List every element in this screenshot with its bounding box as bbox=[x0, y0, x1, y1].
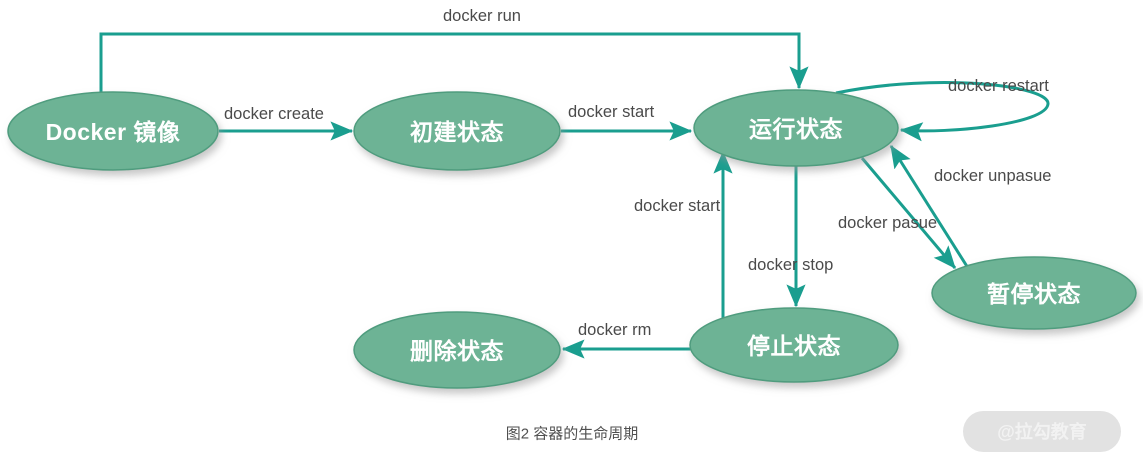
watermark-label: @拉勾教育 bbox=[997, 421, 1087, 442]
edge-label-docker-create: docker create bbox=[224, 105, 324, 123]
node-created-shape[interactable] bbox=[353, 91, 561, 171]
node-running-shape[interactable] bbox=[693, 89, 899, 167]
node-removed-label: 删除状态 bbox=[410, 338, 504, 364]
figure-caption: 图2 容器的生命周期 bbox=[506, 425, 639, 443]
edge-label-docker-start-stopped: docker start bbox=[634, 197, 721, 215]
edge-label-docker-start-created: docker start bbox=[568, 103, 655, 121]
node-removed-shape[interactable] bbox=[353, 311, 561, 389]
edge-label-docker-stop: docker stop bbox=[748, 256, 833, 274]
node-created-label: 初建状态 bbox=[410, 119, 504, 145]
edge-docker-restart-loop bbox=[835, 81, 1050, 142]
node-paused[interactable]: 暂停状态 bbox=[931, 256, 1137, 330]
node-docker-image[interactable]: Docker 镜像 bbox=[7, 91, 219, 171]
watermark: @拉勾教育 bbox=[963, 411, 1121, 452]
edge-labels-layer: docker run docker create docker start do… bbox=[224, 7, 1051, 339]
node-removed[interactable]: 删除状态 bbox=[353, 311, 561, 389]
node-stopped[interactable]: 停止状态 bbox=[689, 307, 899, 383]
node-created[interactable]: 初建状态 bbox=[353, 91, 561, 171]
node-stopped-label: 停止状态 bbox=[747, 333, 841, 359]
node-docker-image-label: Docker 镜像 bbox=[46, 119, 181, 145]
node-running-label: 运行状态 bbox=[749, 116, 843, 142]
edge-label-docker-rm: docker rm bbox=[578, 321, 651, 339]
watermark-pill bbox=[963, 411, 1121, 452]
edge-label-docker-restart: docker restart bbox=[948, 77, 1049, 95]
edge-label-docker-pause: docker pasue bbox=[838, 214, 937, 232]
nodes-layer: Docker 镜像 初建状态 运行状态 暂停状态 停止状态 删除状态 bbox=[7, 89, 1137, 389]
node-stopped-shape[interactable] bbox=[689, 307, 899, 383]
edge-docker-pause-line bbox=[860, 157, 957, 269]
node-paused-shape[interactable] bbox=[931, 256, 1137, 330]
node-paused-label: 暂停状态 bbox=[987, 281, 1081, 307]
edge-docker-run-line bbox=[99, 32, 809, 93]
node-docker-image-shape[interactable] bbox=[7, 91, 219, 171]
node-running[interactable]: 运行状态 bbox=[693, 89, 899, 167]
edge-label-docker-run: docker run bbox=[443, 7, 521, 25]
edge-label-docker-unpause: docker unpasue bbox=[934, 167, 1051, 185]
edges-layer bbox=[99, 32, 1050, 359]
